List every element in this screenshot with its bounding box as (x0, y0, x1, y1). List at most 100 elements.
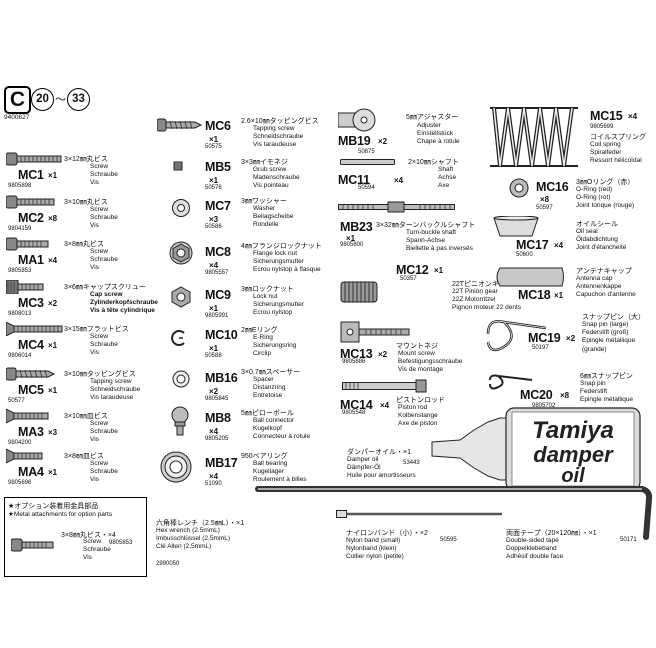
name-fr: Adhésif double face (506, 553, 564, 561)
part-name-jp: 3×32㎜ターンバックルシャフト (376, 222, 476, 229)
part-name-jp: 3×10㎜丸ビス (64, 199, 108, 206)
part-qty: ×4 (628, 112, 638, 121)
part-code: MC2 (18, 211, 44, 225)
name-en: 22T Pinion gear (452, 288, 498, 295)
part-code: MC10 (205, 328, 238, 342)
part-number: 50600 (516, 252, 533, 258)
name-de: Distanzring (253, 384, 286, 392)
part-number: 50576 (205, 185, 222, 191)
part-number: 50577 (8, 398, 25, 404)
part-name-jp: ダンパーオイル・×1 (347, 449, 411, 456)
screw-icon (6, 195, 55, 209)
name-de: Schraube (90, 341, 118, 349)
part-code: MB16 (205, 371, 238, 385)
grub-screw-icon (173, 161, 183, 171)
part-name-jp: オイルシール (576, 221, 618, 228)
step-range: 20 〜 33 (31, 87, 90, 111)
name-fr: Circlip (253, 350, 272, 358)
part-number: 50594 (358, 185, 375, 191)
name-fr-2: (grande) (582, 345, 607, 353)
part-number: 9805702 (532, 403, 556, 409)
turnbuckle-shaft-icon (338, 201, 455, 213)
piston-rod-icon (342, 379, 427, 393)
part-code: MC5 (18, 383, 44, 397)
part-name-jp: マウントネジ (396, 343, 438, 350)
name-en: Screw (90, 248, 109, 255)
part-number: 9805699 (590, 124, 614, 130)
name-fr: Rondelle (253, 221, 279, 229)
part-name-jp: 6㎜スナップピン (580, 373, 633, 380)
name-de: Doppelklebeband (506, 545, 557, 553)
part-code: MB8 (205, 411, 231, 425)
flat-screw-icon (6, 409, 49, 423)
damper-oil-bottle-icon: Tamiya damper oil (431, 407, 641, 491)
name-de: Einstellstück (417, 130, 454, 138)
antenna-cap-icon (496, 267, 564, 287)
part-number: 9805898 (8, 183, 32, 189)
part-name-jp: アンテナキャップ (576, 268, 632, 275)
ball-bearing-icon (160, 451, 192, 483)
name-de: Sicherungsring (253, 342, 297, 350)
name-de: Beilagscheibe (253, 213, 294, 221)
name-fr: Epingle métallique (582, 337, 636, 345)
step-from: 20 (31, 87, 54, 111)
part-code: MC15 (590, 109, 623, 123)
name-de: Spann-Achse (406, 237, 446, 245)
part-qty: ×8 (48, 214, 58, 223)
part-number: 9806014 (8, 353, 32, 359)
screw-icon (6, 152, 62, 166)
lock-nut-icon (171, 286, 191, 308)
e-ring-icon (171, 330, 185, 346)
option-screw-number: 9805853 (109, 540, 133, 546)
part-number: 9804200 (8, 440, 32, 446)
part-number: 9805853 (8, 268, 32, 274)
part-number: 2990050 (156, 561, 180, 567)
name-fr: Ecrou nylstop (253, 309, 293, 317)
snap-pin-large-icon (486, 320, 547, 352)
part-name-jp: 3×0.7㎜スペーサー (241, 369, 301, 376)
part-number: 50197 (532, 345, 549, 351)
name-fr: Clé Allen (2,5mmL) (156, 543, 212, 551)
part-qty: ×1 (48, 171, 58, 180)
name-en: Hex wrench (2.5mmL) (156, 527, 220, 534)
part-number: 50588 (205, 353, 222, 359)
name-de: Federstift (580, 388, 608, 396)
name-de: Schraube (83, 546, 111, 554)
adjuster-icon (338, 108, 376, 132)
part-code: MC9 (205, 288, 231, 302)
name-de: Befestigungsschraube (398, 358, 463, 366)
name-en: Grub screw (253, 166, 287, 173)
name-fr: Joint torique (rouge) (576, 202, 635, 210)
pinion-gear-icon (340, 281, 378, 303)
option-title-en: ★Metal attachments for option parts (8, 511, 113, 518)
part-number: 51090 (205, 481, 222, 487)
name-fr: Vis (90, 349, 99, 357)
name-en: Nylon band (small) (346, 537, 401, 544)
part-code: MC14 (340, 398, 373, 412)
part-qty: ×8 (560, 391, 570, 400)
name-de: Öldabdichtung (576, 236, 618, 244)
name-de: 22Z Motorritzel (452, 296, 496, 304)
part-qty: ×1 (209, 344, 219, 353)
part-qty: ×1 (209, 176, 219, 185)
name-de: Sicherungsmutter (253, 301, 304, 309)
flange-nut-icon (169, 241, 193, 265)
part-code: MA1 (18, 253, 44, 267)
part-qty: ×1 (48, 341, 58, 350)
snap-pin-icon (489, 374, 533, 390)
name-de: Zylinderkopfschraube (90, 299, 158, 307)
